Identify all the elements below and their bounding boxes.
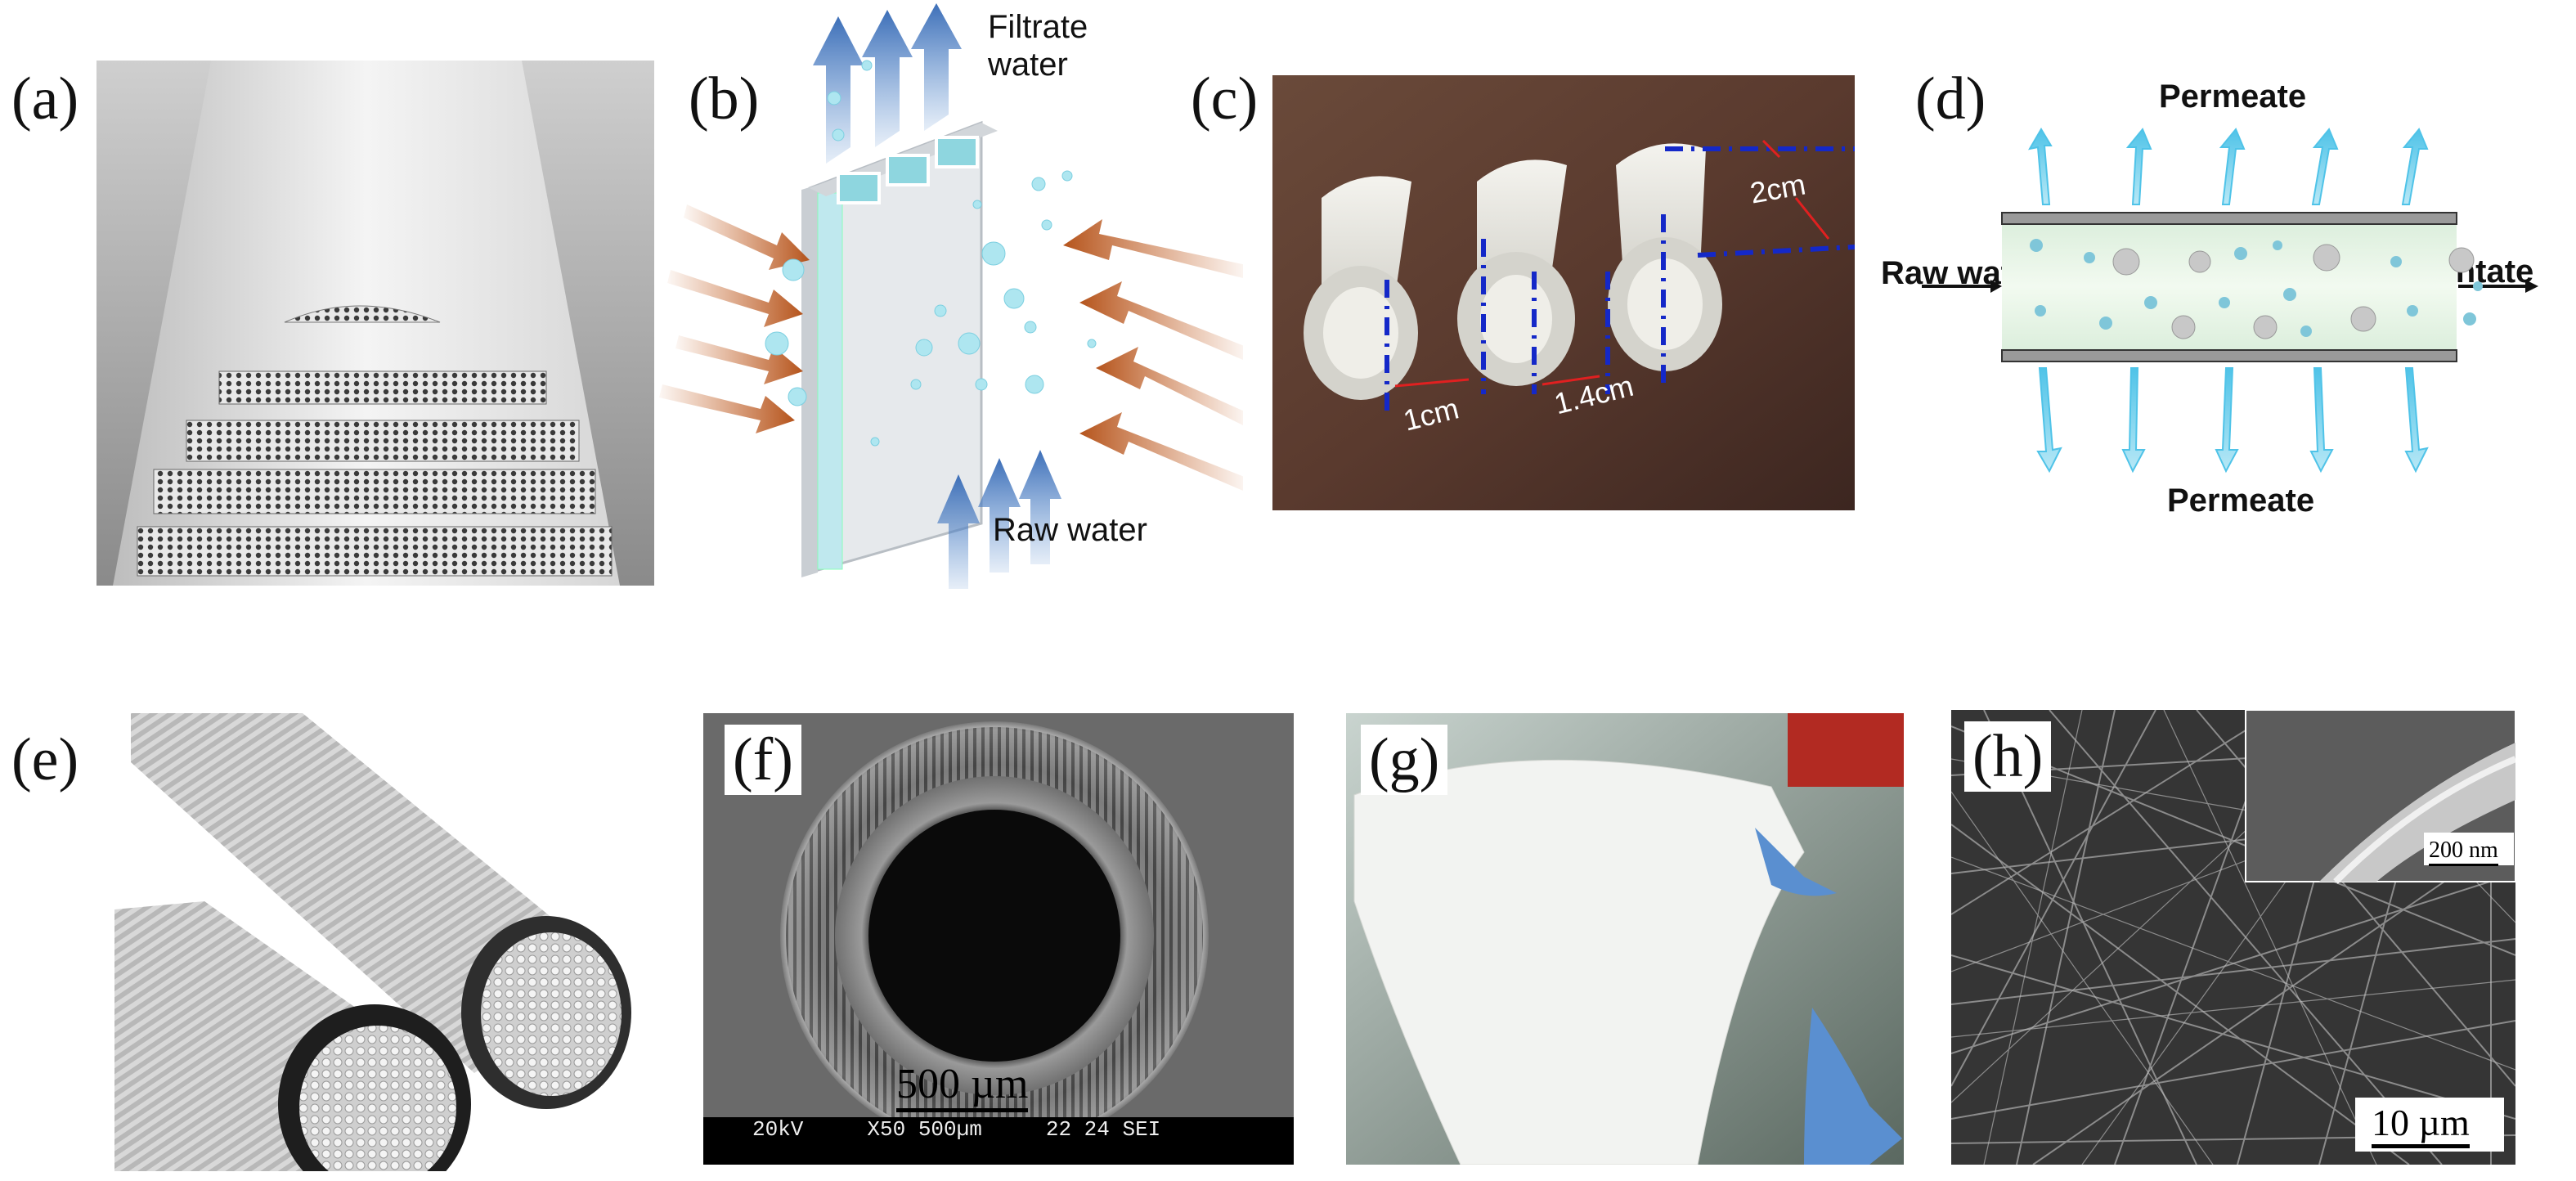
panel-label-g: (g) — [1361, 725, 1448, 795]
filtrate-line2: water — [988, 47, 1068, 83]
ceramic-flat-membranes-photo — [96, 61, 654, 586]
hollow-fiber-bundles-diagram — [114, 713, 638, 1171]
ceramic-tubes-photo — [1272, 75, 1855, 510]
hollow-fiber-sem-image — [703, 713, 1294, 1165]
permeate-top-label: Permeate — [2159, 79, 2307, 115]
panel-label-b: (b) — [689, 65, 760, 132]
panel-label-d: (d) — [1915, 65, 1986, 132]
sem-info-text: 20kV X50 500µm 22 24 SEI — [752, 1117, 1161, 1142]
permeate-bottom-label: Permeate — [2167, 483, 2315, 519]
filtrate-line1: Filtrate — [988, 9, 1088, 45]
scalebar-h: 10 µm — [2372, 1101, 2470, 1148]
inset-scalebar: 200 nm — [2429, 837, 2498, 866]
flat-tube-filtration-diagram — [654, 0, 1243, 589]
panel-label-h: (h) — [1964, 721, 2052, 792]
panel-label-a: (a) — [11, 65, 79, 132]
crossflow-membrane-diagram — [1905, 123, 2560, 483]
panel-label-c: (c) — [1191, 65, 1259, 132]
filtrate-water-label: Filtrate water — [988, 8, 1088, 83]
scalebar-f: 500 µm — [896, 1060, 1029, 1112]
panel-label-e: (e) — [11, 726, 79, 793]
panel-label-f: (f) — [725, 725, 801, 795]
raw-water-label-b: Raw water — [993, 512, 1147, 548]
